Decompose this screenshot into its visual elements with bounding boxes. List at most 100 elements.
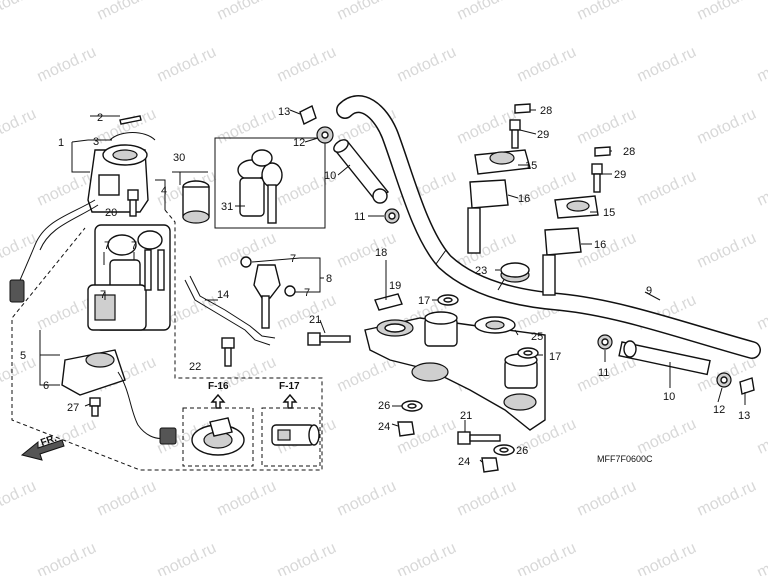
callout-6: 6 <box>43 380 49 392</box>
o-ring-part-7b <box>284 285 296 297</box>
watermark-text: motod.ru <box>635 168 699 210</box>
seat-lock-part <box>271 424 320 446</box>
holder-upper-part-15a <box>474 149 531 175</box>
watermark-text: motod.ru <box>755 168 768 210</box>
callout-7d: 7 <box>290 253 296 265</box>
callout-12b: 12 <box>713 404 725 416</box>
callout-5: 5 <box>20 350 26 362</box>
callout-13a: 13 <box>278 106 290 118</box>
nut-part-11a <box>384 208 400 224</box>
key-set-part <box>237 149 283 224</box>
callout-11a: 11 <box>354 211 365 223</box>
callout-22: 22 <box>189 361 201 373</box>
watermark-text: motod.ru <box>635 44 699 86</box>
watermark-text: motod.ru <box>575 106 639 148</box>
watermark-text: motod.ru <box>575 230 639 272</box>
bolt-part-29a <box>509 119 521 149</box>
harness-part <box>184 279 271 346</box>
callout-12a: 12 <box>293 137 305 149</box>
front-arrow-icon <box>20 439 65 461</box>
nut-part-12b <box>716 372 732 388</box>
watermark-text: motod.ru <box>755 44 768 86</box>
callout-24b: 24 <box>458 456 470 468</box>
holder-lower-part-16a <box>467 179 509 254</box>
watermark-text: motod.ru <box>755 292 768 334</box>
callout-27: 27 <box>67 402 79 414</box>
watermark-text: motod.ru <box>755 540 768 576</box>
callout-16b: 16 <box>594 239 606 251</box>
watermark-text: motod.ru <box>335 230 399 272</box>
callout-19: 19 <box>389 280 401 292</box>
callout-30: 30 <box>173 152 185 164</box>
watermark-text: motod.ru <box>335 0 399 24</box>
callout-24a: 24 <box>378 421 390 433</box>
watermark-text: motod.ru <box>275 44 339 86</box>
callout-4: 4 <box>161 185 167 197</box>
watermark-text: motod.ru <box>635 540 699 576</box>
cap-part-28b <box>594 146 611 157</box>
pipe-part-10b <box>618 340 711 376</box>
nut-part-11b <box>597 334 613 350</box>
screw-part-22 <box>221 337 235 367</box>
switch-part-6 <box>61 349 177 445</box>
watermark-text: motod.ru <box>575 0 639 24</box>
nut-part-24b <box>481 457 499 473</box>
callout-26b: 26 <box>516 445 528 457</box>
screw-part-27 <box>89 397 101 417</box>
watermark-text: motod.ru <box>95 106 159 148</box>
callout-25: 25 <box>531 331 543 343</box>
watermark-text: motod.ru <box>695 230 759 272</box>
assembly-boundary <box>11 209 323 471</box>
callout-7b: 7 <box>131 240 137 252</box>
fuel-cap-part <box>191 417 245 456</box>
watermark-text: motod.ru <box>275 540 339 576</box>
watermark-text: motod.ru <box>35 44 99 86</box>
watermark-text: motod.ru <box>455 106 519 148</box>
callout-10b: 10 <box>663 391 675 403</box>
callout-13b: 13 <box>738 410 750 422</box>
watermark-text: motod.ru <box>215 106 279 148</box>
nut-part-12a <box>316 126 334 144</box>
pin-part <box>119 115 142 125</box>
nut-part-24a <box>397 421 415 437</box>
washer-part-26a <box>401 400 423 412</box>
callout-9: 9 <box>646 285 652 297</box>
watermark-text: motod.ru <box>0 478 39 520</box>
top-bridge-part <box>364 311 546 431</box>
callout-1: 1 <box>58 137 64 149</box>
watermark-text: motod.ru <box>155 540 219 576</box>
front-marker-label: FR. <box>39 433 58 449</box>
watermark-text: motod.ru <box>515 44 579 86</box>
arrow-up-icon <box>282 393 298 409</box>
clip-part <box>109 132 156 141</box>
watermark-text: motod.ru <box>515 540 579 576</box>
watermark-text: motod.ru <box>155 44 219 86</box>
callout-16a: 16 <box>518 193 530 205</box>
pipe-part-10a <box>333 139 390 204</box>
washer-part-17b <box>517 347 539 359</box>
callout-23: 23 <box>475 265 487 277</box>
watermark-text: motod.ru <box>0 0 39 24</box>
clip-part-13b <box>739 377 755 395</box>
handlebar-marks <box>435 249 506 291</box>
watermark-text: motod.ru <box>695 0 759 24</box>
callout-29b: 29 <box>614 169 626 181</box>
o-ring-part-7a <box>240 256 252 268</box>
leader-lines <box>39 109 746 463</box>
callout-7e: 7 <box>304 287 310 299</box>
callout-28a: 28 <box>540 105 552 117</box>
callout-26a: 26 <box>378 400 390 412</box>
steering-lock-assembly <box>87 224 171 331</box>
section-label-f17: F-17 <box>279 381 300 392</box>
bolt-part-20 <box>127 189 139 217</box>
watermark-text: motod.ru <box>695 106 759 148</box>
label-layer: 2 1 3 20 4 30 31 7 7 7 7 7 8 14 22 5 6 2… <box>20 105 750 468</box>
callout-21b: 21 <box>460 410 472 422</box>
section-label-f16: F-16 <box>208 381 229 392</box>
arrow-up-icon <box>210 393 226 409</box>
key-blank-part <box>253 264 281 329</box>
plate-part-19 <box>374 293 403 311</box>
watermark-text: motod.ru <box>35 540 99 576</box>
